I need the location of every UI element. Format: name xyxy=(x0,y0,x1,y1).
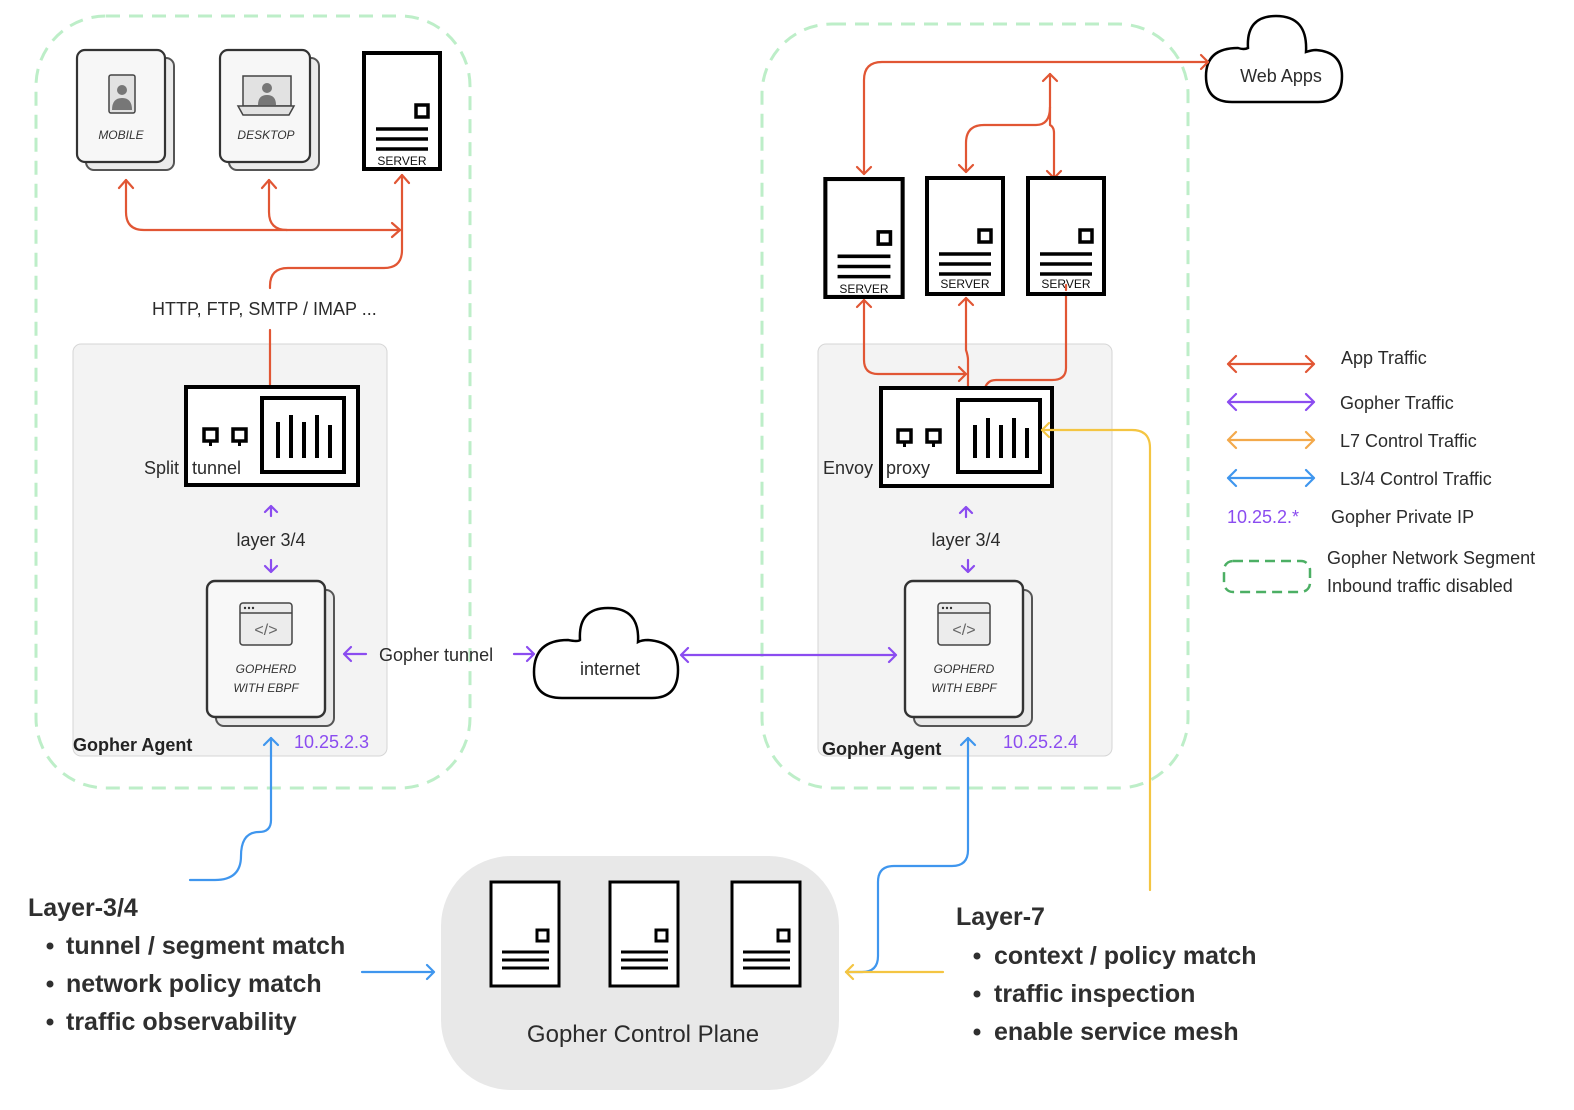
layer7-bullet: context / policy match xyxy=(994,942,1257,970)
legend-private-ip: 10.25.2.* Gopher Private IP xyxy=(1227,507,1474,527)
proxy-label: proxy xyxy=(886,458,930,478)
internet-cloud: internet xyxy=(532,606,680,700)
mobile-device-icon xyxy=(108,74,136,114)
left-server: SERVER xyxy=(364,53,440,169)
desktop-device: DESKTOP xyxy=(218,48,320,171)
right-server-1: SERVER xyxy=(825,179,902,297)
left-layer-label: layer 3/4 xyxy=(236,530,305,550)
tunnel-label: tunnel xyxy=(192,458,241,478)
right-layer-label: layer 3/4 xyxy=(931,530,1000,550)
right-gopherd-daemon: </> GOPHERD WITH EBPF xyxy=(903,579,1033,727)
right-gopherd-line1: GOPHERD xyxy=(934,662,995,676)
legend-label: App Traffic xyxy=(1341,348,1427,368)
layer7-description: Layer-7 context / policy match traffic i… xyxy=(956,903,1257,1046)
right-agent-ip: 10.25.2.4 xyxy=(1003,732,1078,752)
legend-network-segment: Gopher Network Segment Inbound traffic d… xyxy=(1222,548,1535,596)
right-gopherd-line2: WITH EBPF xyxy=(931,681,997,695)
legend-label: L7 Control Traffic xyxy=(1340,431,1477,451)
desktop-device-icon xyxy=(236,75,296,116)
layer34-bullet: network policy match xyxy=(66,970,322,998)
legend-label: Inbound traffic disabled xyxy=(1327,576,1513,596)
legend-label: Gopher Network Segment xyxy=(1327,548,1535,568)
control-plane-title: Gopher Control Plane xyxy=(527,1021,759,1048)
code-window-icon: </> xyxy=(937,602,991,646)
envoy-proxy: Envoy proxy xyxy=(823,386,1054,488)
left-agent-ip: 10.25.2.3 xyxy=(294,732,369,752)
legend-label: Gopher Private IP xyxy=(1331,507,1474,527)
legend-label: Gopher Traffic xyxy=(1340,393,1454,413)
legend: App Traffic Gopher Traffic L7 Control Tr… xyxy=(1222,348,1535,596)
right-agent-title: Gopher Agent xyxy=(822,739,941,759)
left-agent-title: Gopher Agent xyxy=(73,735,192,755)
code-window-icon: </> xyxy=(239,602,293,646)
mobile-label: MOBILE xyxy=(98,128,144,142)
right-server-1-label: SERVER xyxy=(839,282,888,296)
legend-ip-sample: 10.25.2.* xyxy=(1227,507,1299,527)
mobile-device: MOBILE xyxy=(75,48,175,171)
layer7-bullet: traffic inspection xyxy=(994,980,1195,1008)
split-tunnel-proxy: Split tunnel xyxy=(144,385,360,487)
left-gopherd-daemon: </> GOPHERD WITH EBPF xyxy=(205,579,335,727)
legend-label: L3/4 Control Traffic xyxy=(1340,469,1492,489)
layer34-bullet: tunnel / segment match xyxy=(66,932,345,960)
svg-text:</>: </> xyxy=(254,622,277,639)
layer7-title: Layer-7 xyxy=(956,903,1045,931)
legend-l7-control-traffic: L7 Control Traffic xyxy=(1226,430,1477,451)
left-network-segment xyxy=(34,14,472,790)
layer7-bullet: enable service mesh xyxy=(994,1018,1239,1046)
left-server-label: SERVER xyxy=(377,154,426,168)
svg-text:</>: </> xyxy=(952,622,975,639)
right-server-2-label: SERVER xyxy=(940,277,989,291)
legend-l34-control-traffic: L3/4 Control Traffic xyxy=(1226,468,1492,489)
left-gopherd-line2: WITH EBPF xyxy=(233,681,299,695)
legend-app-traffic: App Traffic xyxy=(1226,348,1427,374)
envoy-label: Envoy xyxy=(823,458,873,478)
gopher-tunnel: Gopher tunnel xyxy=(342,645,536,665)
layer34-description: Layer-3/4 tunnel / segment match network… xyxy=(28,894,345,1036)
gopher-tunnel-label: Gopher tunnel xyxy=(379,645,493,665)
gopher-control-plane: Gopher Control Plane xyxy=(441,856,839,1090)
right-server-2: SERVER xyxy=(927,178,1003,294)
right-server-3: SERVER xyxy=(1028,178,1104,294)
legend-gopher-traffic: Gopher Traffic xyxy=(1226,392,1454,413)
right-network-segment xyxy=(760,22,1190,790)
layer34-bullet: traffic observability xyxy=(66,1008,297,1036)
desktop-label: DESKTOP xyxy=(237,128,294,142)
internet-label: internet xyxy=(580,659,640,679)
web-apps-cloud: Web Apps xyxy=(1204,14,1344,104)
web-apps-label: Web Apps xyxy=(1240,66,1322,86)
layer34-title: Layer-3/4 xyxy=(28,894,138,922)
protocols-label: HTTP, FTP, SMTP / IMAP ... xyxy=(152,299,377,319)
split-label: Split xyxy=(144,458,179,478)
left-gopherd-line1: GOPHERD xyxy=(236,662,297,676)
